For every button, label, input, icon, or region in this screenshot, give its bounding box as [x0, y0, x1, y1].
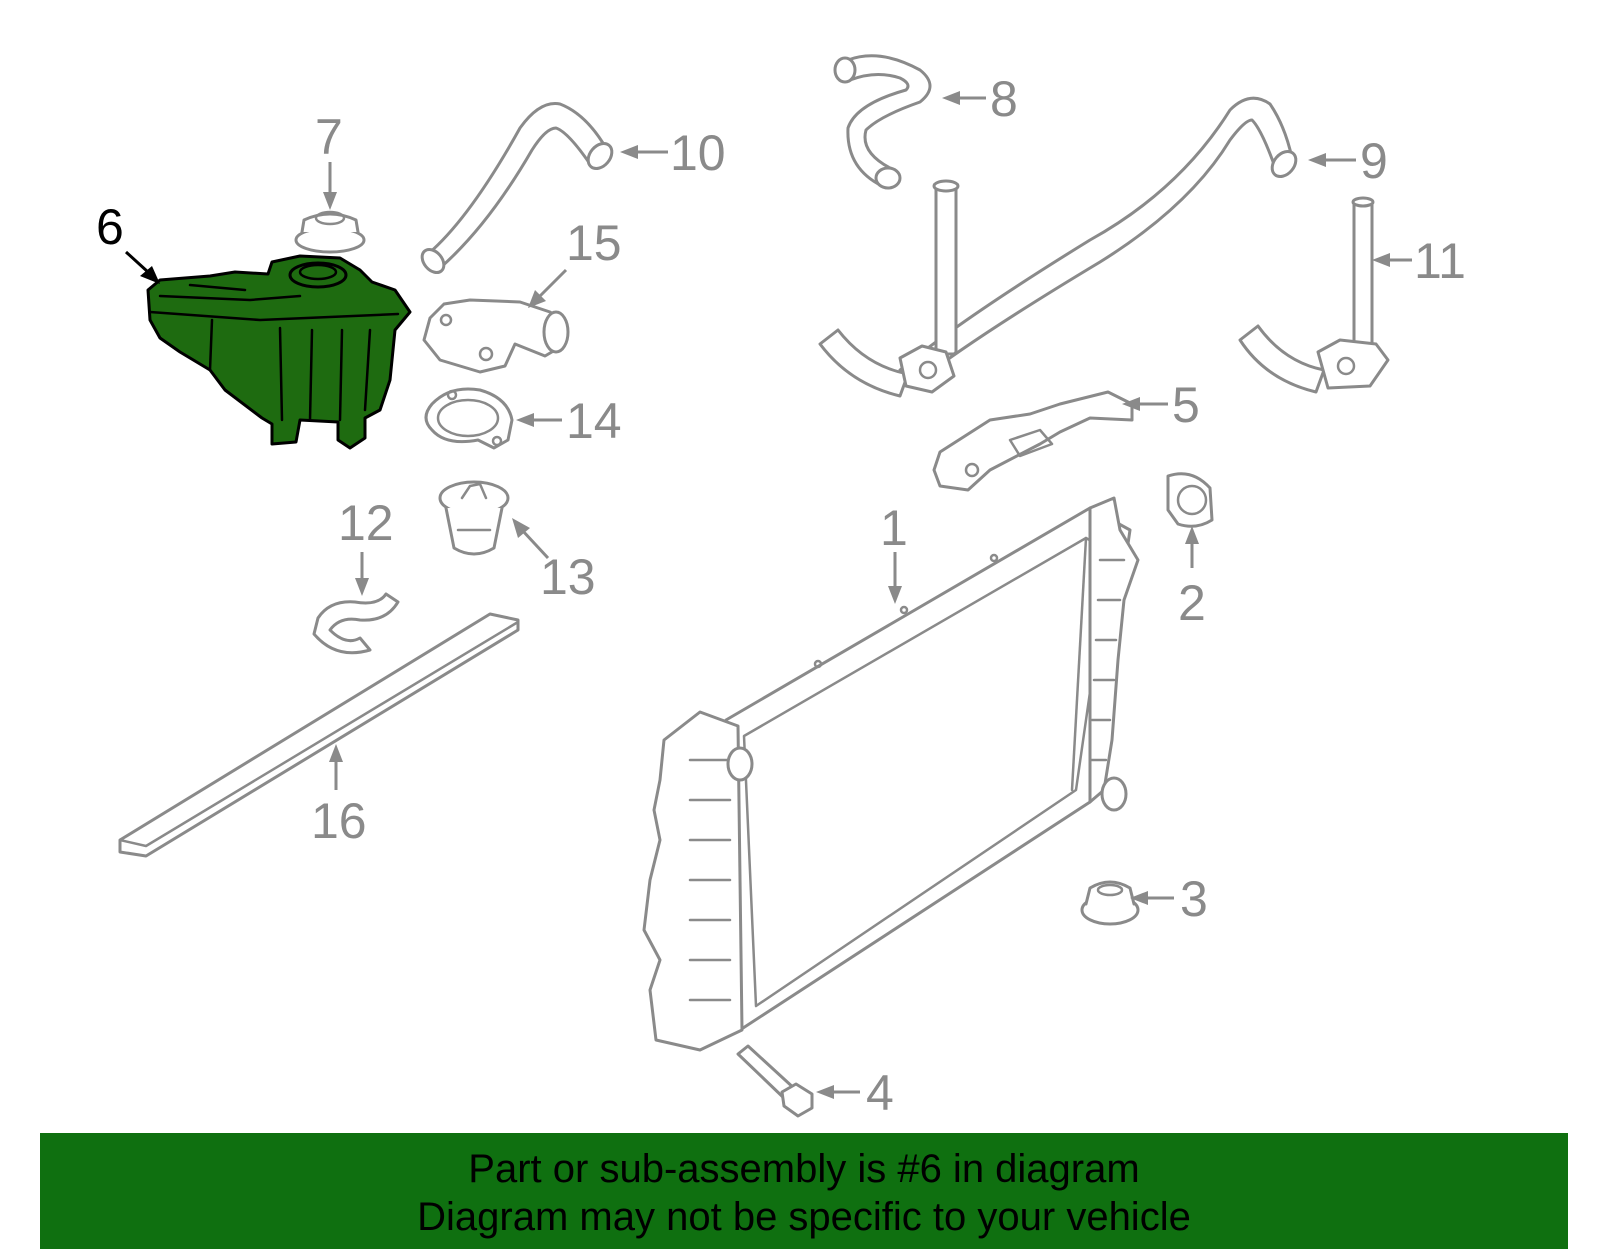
part-5-bracket[interactable] — [932, 390, 1134, 492]
callout-13-number: 13 — [540, 549, 596, 605]
callout-7: 7 — [315, 109, 343, 210]
callout-5-number: 5 — [1172, 377, 1200, 433]
callout-15-number: 15 — [566, 215, 622, 271]
banner-line-2: Diagram may not be specific to your vehi… — [417, 1195, 1191, 1239]
callout-13: 13 — [512, 518, 596, 605]
part-8-hose[interactable] — [833, 54, 932, 190]
callout-2: 2 — [1178, 526, 1206, 631]
callout-14: 14 — [516, 393, 622, 449]
callout-11-number: 11 — [1414, 233, 1466, 289]
part-16-seal-strip[interactable] — [118, 612, 520, 858]
part-3-grommet[interactable] — [1080, 880, 1140, 926]
callout-16-number: 16 — [311, 793, 367, 849]
callout-11: 11 — [1372, 233, 1466, 289]
callout-6-number: 6 — [96, 199, 124, 255]
part-4-bolt[interactable] — [736, 1044, 814, 1118]
callout-7-number: 7 — [315, 109, 343, 165]
callout-12-number: 12 — [338, 495, 394, 551]
callout-14-number: 14 — [566, 393, 622, 449]
callout-12: 12 — [338, 495, 394, 596]
part-7-reservoir-cap[interactable] — [294, 210, 366, 254]
callout-5: 5 — [1122, 377, 1200, 433]
callout-3: 3 — [1130, 871, 1208, 927]
callout-1-number: 1 — [880, 500, 908, 556]
banner-line-1: Part or sub-assembly is #6 in diagram — [468, 1147, 1140, 1191]
callout-8-number: 8 — [990, 71, 1018, 127]
callout-9-number: 9 — [1360, 133, 1388, 189]
callout-15: 15 — [528, 215, 622, 308]
callout-8: 8 — [942, 71, 1018, 127]
callout-3-number: 3 — [1180, 871, 1208, 927]
part-11-hose[interactable] — [1238, 196, 1390, 394]
part-14-gasket[interactable] — [424, 387, 514, 450]
callout-9: 9 — [1308, 133, 1388, 189]
info-banner: Part or sub-assembly is #6 in diagram Di… — [40, 1133, 1568, 1249]
callout-1: 1 — [880, 500, 908, 604]
part-12-small-hose[interactable] — [312, 592, 400, 655]
part-1-radiator[interactable] — [642, 496, 1140, 1052]
callout-4: 4 — [816, 1065, 894, 1121]
part-6-coolant-reservoir[interactable] — [146, 254, 412, 450]
callout-2-number: 2 — [1178, 575, 1206, 631]
callout-10: 10 — [620, 125, 726, 181]
callout-4-number: 4 — [866, 1065, 894, 1121]
part-15-thermostat-housing[interactable] — [422, 298, 570, 374]
part-9-heater-hose[interactable] — [818, 96, 1301, 398]
part-13-thermostat[interactable] — [438, 480, 510, 556]
part-10-hose[interactable] — [418, 102, 617, 277]
callout-6: 6 — [96, 199, 160, 284]
callout-10-number: 10 — [670, 125, 726, 181]
callout-16: 16 — [311, 744, 367, 849]
part-2-insulator[interactable] — [1166, 472, 1214, 528]
